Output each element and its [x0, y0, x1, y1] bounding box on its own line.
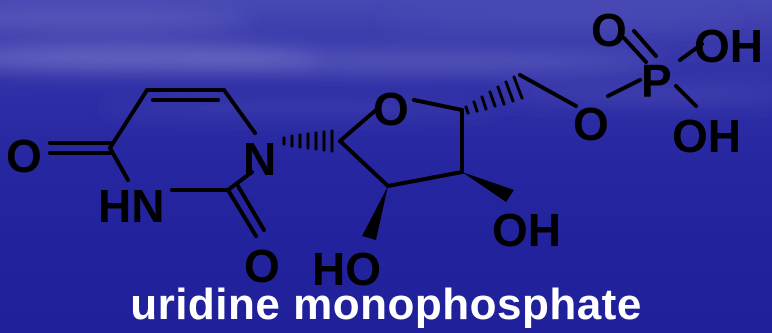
bond-c1-o4 [338, 108, 378, 143]
atom-oh-phosphate-top: OH [694, 20, 763, 72]
atom-o-ring: O [373, 83, 409, 135]
atom-o-phosphoryl: O [591, 4, 627, 56]
c4-c5-hashed-bond [464, 75, 524, 115]
atom-oh-sugar: OH [492, 204, 561, 256]
bond-o5-p [606, 78, 642, 98]
wedge-c3-oh [462, 172, 514, 202]
bond-c2-o-double-b [236, 184, 266, 232]
wedge-c2-oh [362, 186, 388, 240]
glycosidic-hashed-bond [282, 129, 334, 153]
bond-p-oh-top [678, 42, 704, 62]
atom-ho-sugar: HO [312, 243, 381, 295]
atom-o-uracil-c4: O [6, 130, 42, 182]
bond-c5-o5 [518, 73, 578, 108]
bond-o4-c4 [412, 98, 464, 112]
atom-oh-phosphate-bottom: OH [672, 110, 741, 162]
bond-p-oh-bottom [674, 84, 698, 108]
bond-c6-n1 [222, 88, 257, 135]
atom-o-ester: O [573, 98, 609, 150]
bond-p-o-double-b [632, 29, 658, 58]
atom-n-uracil: N [243, 133, 276, 185]
atom-p: P [641, 55, 672, 107]
ribose-ring [338, 98, 464, 188]
bond-c4-c5 [108, 88, 149, 150]
bond-p-o-double-a [622, 36, 648, 64]
atom-o-uracil-c2: O [244, 240, 280, 292]
bond-c2-o-double-a [226, 188, 258, 238]
bond-n1-c2 [226, 170, 254, 192]
atom-nh-uracil: HN [98, 180, 164, 232]
bond-n3-c4 [108, 146, 130, 182]
molecule-caption: uridine monophosphate [130, 280, 642, 329]
background-streaks [0, 10, 772, 116]
uracil-ring [48, 88, 266, 238]
bond-c2-c1 [338, 139, 390, 188]
bond-c3-c2 [386, 170, 464, 188]
phosphate-bonds [518, 29, 704, 108]
